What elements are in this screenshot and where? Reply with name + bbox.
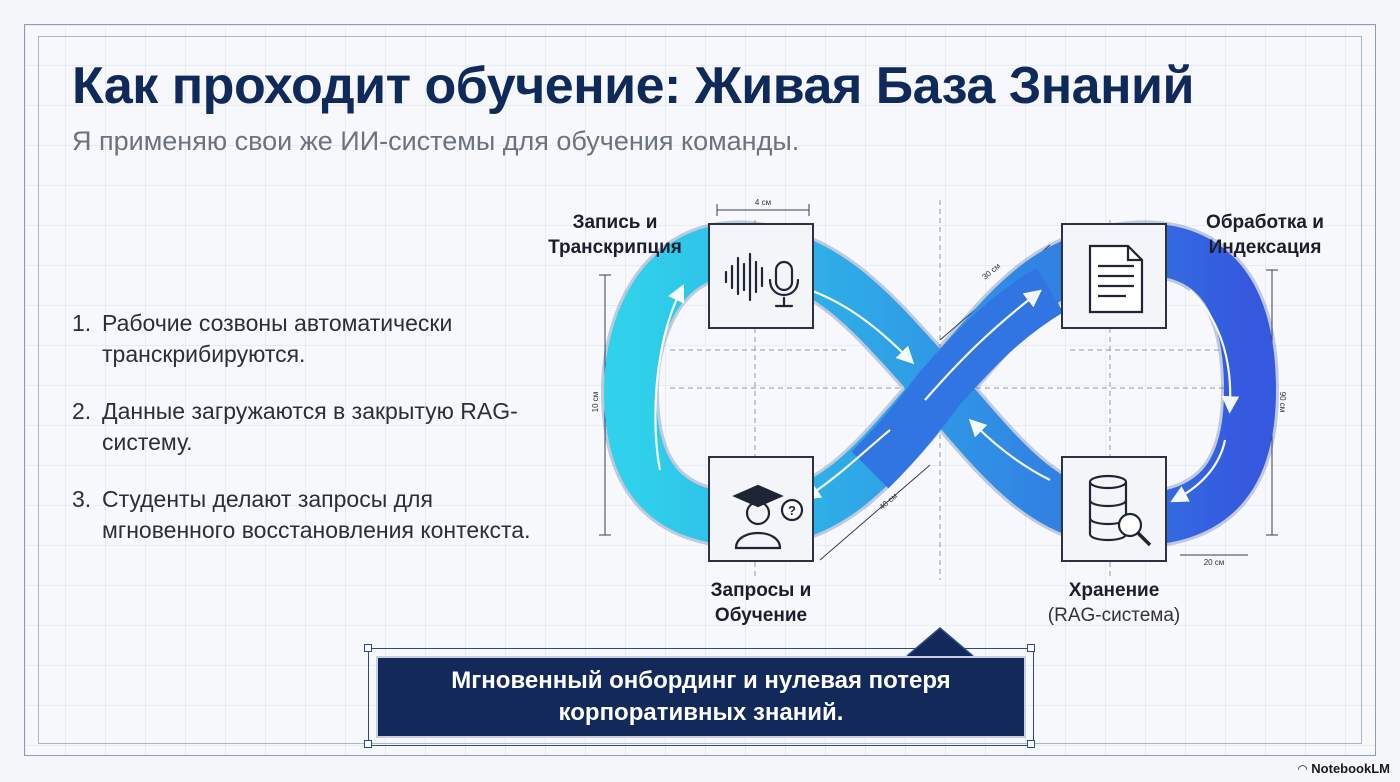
blueprint-frame	[24, 24, 1376, 756]
banner-pointer	[906, 627, 974, 657]
list-item: 1.Рабочие созвоны автоматически транскри…	[72, 308, 542, 370]
loop-crossing-band	[851, 267, 1064, 489]
banner-corner-handle	[364, 740, 372, 748]
svg-text:?: ?	[788, 503, 796, 518]
banner-corner-handle	[1027, 740, 1035, 748]
node-process	[1061, 223, 1167, 329]
banner-text: Мгновенный онбординг и нулевая потеря ко…	[451, 667, 951, 726]
node-label-storage: Хранение (RAG-система)	[1047, 580, 1181, 626]
node-label-query: Запросы и Обучение	[710, 580, 812, 626]
blueprint-inner-frame	[38, 36, 1362, 744]
dimension-top: 4 см	[755, 198, 771, 207]
key-takeaway-banner: Мгновенный онбординг и нулевая потеря ко…	[376, 656, 1026, 738]
step-text: Данные загружаются в закрытую RAG-систем…	[102, 398, 518, 455]
flow-arrows	[654, 284, 1240, 503]
dimension-diag-top: 30 см	[981, 261, 1003, 281]
list-item: 2.Данные загружаются в закрытую RAG-сист…	[72, 396, 542, 458]
page-title: Как проходит обучение: Живая База Знаний	[72, 57, 1194, 115]
step-text: Студенты делают запросы для мгновенного …	[102, 486, 531, 543]
dimension-right: 90 см	[1278, 392, 1287, 413]
infinity-cycle-diagram: 4 см 10 см 90 см 30 см 40 см 20 см	[530, 180, 1400, 640]
brand-watermark: ◠ NotebookLM	[1298, 761, 1390, 776]
node-label-record: Запись и Транскрипция	[548, 212, 682, 258]
document-icon	[1088, 244, 1144, 314]
node-record	[708, 223, 814, 329]
audio-wave-microphone-icon	[724, 252, 800, 308]
dimension-bottom-right: 20 см	[1204, 558, 1225, 567]
step-text: Рабочие созвоны автоматически транскриби…	[102, 310, 453, 367]
banner-outline	[368, 648, 1034, 746]
steps-list: 1.Рабочие созвоны автоматически транскри…	[72, 308, 542, 572]
banner-corner-handle	[364, 644, 372, 652]
list-item: 3.Студенты делают запросы для мгновенног…	[72, 484, 542, 546]
node-query: ?	[708, 456, 814, 562]
infinity-loop-graphic: 4 см 10 см 90 см 30 см 40 см 20 см	[591, 198, 1287, 580]
notebooklm-logo-icon: ◠	[1298, 761, 1308, 776]
page-subtitle: Я применяю свои же ИИ-системы для обучен…	[72, 126, 800, 156]
banner-corner-handle	[1027, 644, 1035, 652]
node-label-process: Обработка и Индексация	[1206, 212, 1324, 258]
student-question-icon: ?	[732, 484, 804, 550]
node-storage	[1061, 456, 1167, 562]
dimension-left: 10 см	[591, 392, 600, 413]
database-search-icon	[1088, 474, 1152, 547]
